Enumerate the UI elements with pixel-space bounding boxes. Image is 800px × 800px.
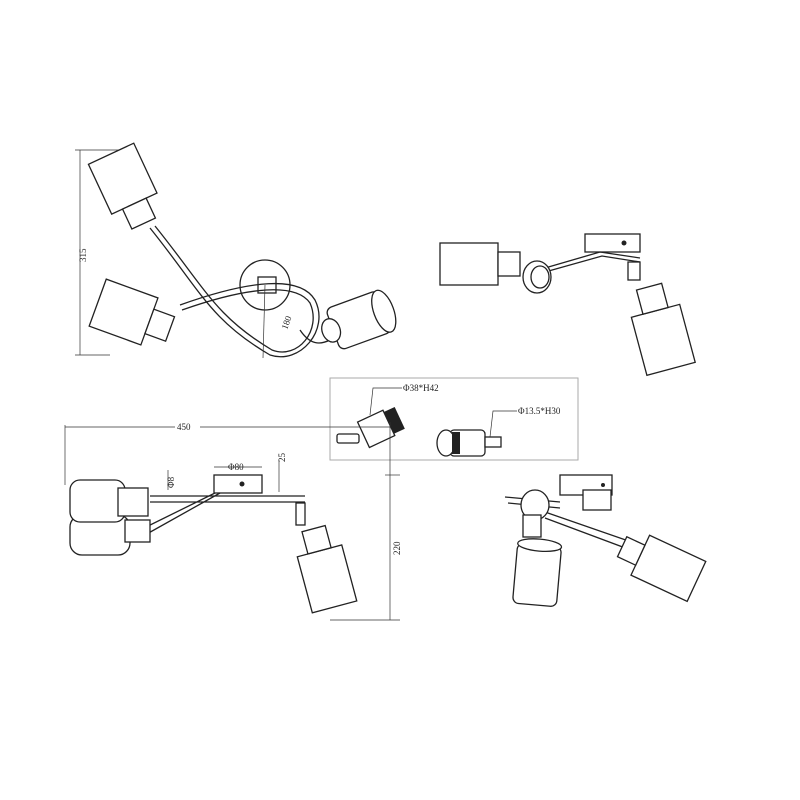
- side-view-dimensioned: 450 220 Φ80 25 Φ8: [64, 422, 402, 621]
- detail-inset: Φ38*H42 Φ13.5*H30: [329, 377, 579, 461]
- arm-diameter-label: Φ8: [166, 476, 176, 488]
- base-height-label: 25: [277, 453, 287, 463]
- socket-size-label: Φ13.5*H30: [518, 406, 561, 416]
- perspective-view: [504, 474, 707, 607]
- front-view: 315 180: [75, 142, 397, 359]
- side-view-top: [439, 233, 697, 377]
- shade-size-label: Φ38*H42: [403, 383, 439, 393]
- base-diameter-label: Φ80: [228, 462, 244, 472]
- height-dimension-label: 315: [78, 248, 88, 262]
- radius-dimension-label: 180: [279, 314, 293, 331]
- height-dimension-label-220: 220: [392, 541, 402, 555]
- width-dimension-label: 450: [177, 422, 191, 432]
